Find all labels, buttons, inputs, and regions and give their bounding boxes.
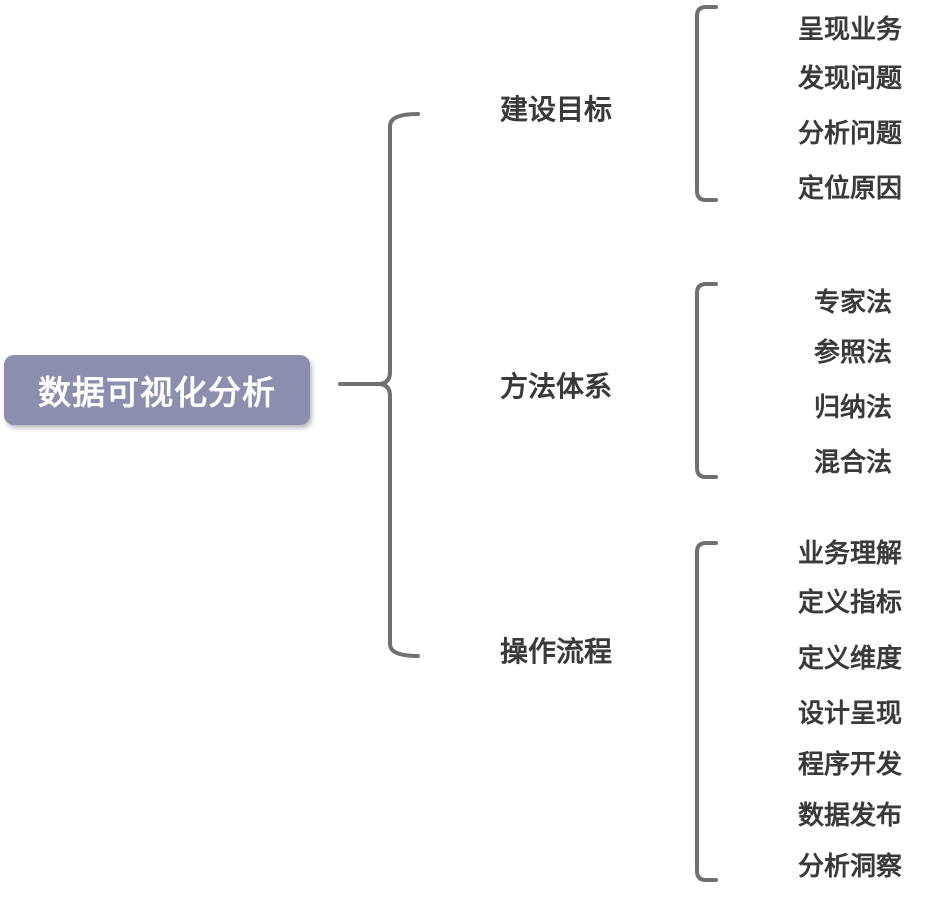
leaf-item: 发现问题 bbox=[798, 64, 903, 94]
leaf-item: 分析问题 bbox=[798, 119, 903, 149]
leaf-item: 业务理解 bbox=[798, 539, 903, 569]
leaf-item: 定位原因 bbox=[798, 174, 903, 204]
leaf-item: 参照法 bbox=[814, 338, 893, 368]
leaf-item: 专家法 bbox=[814, 288, 893, 318]
leaf-item: 设计呈现 bbox=[798, 699, 903, 729]
branch-bracket-goals bbox=[695, 5, 718, 202]
branch-label-methods: 方法体系 bbox=[500, 370, 613, 403]
branch-label-goals: 建设目标 bbox=[500, 93, 613, 126]
root-label: 数据可视化分析 bbox=[38, 373, 276, 412]
leaf-item: 呈现业务 bbox=[798, 15, 903, 45]
branch-label-process: 操作流程 bbox=[500, 635, 613, 668]
leaf-item: 程序开发 bbox=[798, 750, 903, 780]
leaf-item: 数据发布 bbox=[798, 801, 903, 831]
leaf-item: 归纳法 bbox=[814, 393, 893, 423]
leaf-item: 定义维度 bbox=[798, 644, 903, 674]
branch-bracket-methods bbox=[695, 282, 718, 479]
main-bracket bbox=[377, 112, 420, 658]
leaf-item: 混合法 bbox=[814, 448, 893, 478]
leaf-item: 分析洞察 bbox=[798, 852, 903, 882]
leaf-item: 定义指标 bbox=[798, 588, 903, 618]
root-node: 数据可视化分析 bbox=[4, 355, 310, 425]
branch-bracket-process bbox=[695, 541, 718, 882]
